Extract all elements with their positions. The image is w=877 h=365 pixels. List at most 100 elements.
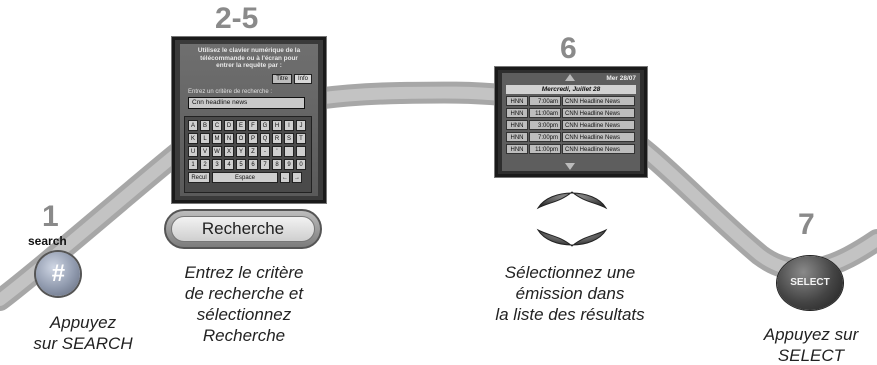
search-mode-tabs: Titre Info [272, 74, 312, 84]
result-row[interactable]: HNN 11:00am CNN Headline News [506, 108, 636, 118]
key[interactable] [284, 146, 294, 157]
step-number-6: 6 [560, 32, 577, 65]
left-arrow-key[interactable]: ← [280, 172, 290, 183]
key[interactable]: J [296, 120, 306, 131]
key[interactable]: R [272, 133, 282, 144]
right-arrow-key[interactable]: → [292, 172, 302, 183]
result-time: 7:00am [529, 96, 561, 106]
key[interactable]: G [260, 120, 270, 131]
key[interactable]: D [224, 120, 234, 131]
keyboard-row-bottom: Recul Espace ← → [188, 172, 308, 183]
key[interactable]: E [236, 120, 246, 131]
up-down-arrow-keys [536, 191, 608, 247]
search-key-label: search [28, 234, 67, 248]
back-key[interactable]: Recul [188, 172, 210, 183]
result-time: 11:00am [529, 108, 561, 118]
scroll-up-icon[interactable] [565, 74, 575, 81]
key[interactable]: A [188, 120, 198, 131]
key[interactable]: S [284, 133, 294, 144]
key[interactable]: N [224, 133, 234, 144]
key[interactable]: 9 [284, 159, 294, 170]
caption-line: SELECT [777, 346, 845, 365]
tab-info[interactable]: Info [293, 74, 312, 84]
result-title: CNN Headline News [562, 132, 635, 142]
result-row[interactable]: HNN 7:00am CNN Headline News [506, 96, 636, 106]
key[interactable]: B [200, 120, 210, 131]
caption-line: Appuyez [49, 313, 117, 332]
step-6-caption: Sélectionnez une émission dans la liste … [480, 262, 660, 325]
keyboard-row: 1 2 3 4 5 6 7 8 9 0 [188, 159, 308, 170]
key[interactable]: 1 [188, 159, 198, 170]
key[interactable]: O [236, 133, 246, 144]
criterion-label: Entrez un critère de recherche : [188, 89, 273, 95]
caption-line: sur SEARCH [33, 334, 133, 353]
key[interactable]: 4 [224, 159, 234, 170]
result-time: 7:00pm [529, 132, 561, 142]
result-row[interactable]: HNN 3:00pm CNN Headline News [506, 120, 636, 130]
key[interactable]: 6 [248, 159, 258, 170]
key[interactable]: 5 [236, 159, 246, 170]
search-entry-screen: Utilisez le clavier numérique de la télé… [172, 37, 326, 203]
result-channel: HNN [506, 96, 528, 106]
scroll-down-icon[interactable] [565, 163, 575, 170]
recherche-button-label: Recherche [171, 216, 315, 242]
key[interactable]: Z [248, 146, 258, 157]
key[interactable]: - [260, 146, 270, 157]
result-row[interactable]: HNN 11:00pm CNN Headline News [506, 144, 636, 154]
key[interactable]: V [200, 146, 210, 157]
key[interactable]: Y [236, 146, 246, 157]
caption-line: la liste des résultats [495, 305, 645, 324]
key[interactable]: 7 [260, 159, 270, 170]
key[interactable]: F [248, 120, 258, 131]
key[interactable]: 8 [272, 159, 282, 170]
key[interactable]: X [224, 146, 234, 157]
key[interactable]: W [212, 146, 222, 157]
caption-line: émission dans [515, 284, 625, 303]
key[interactable]: H [272, 120, 282, 131]
space-key[interactable]: Espace [212, 172, 278, 183]
result-channel: HNN [506, 120, 528, 130]
key[interactable]: 2 [200, 159, 210, 170]
caption-line: Entrez le critère [184, 263, 304, 282]
keyboard-row: K L M N O P Q R S T [188, 133, 308, 144]
key[interactable] [296, 146, 306, 157]
onscreen-keyboard: A B C D E F G H I J K L M N O P [184, 116, 312, 193]
result-title: CNN Headline News [562, 96, 635, 106]
result-title: CNN Headline News [562, 108, 635, 118]
recherche-button[interactable]: Recherche [164, 209, 322, 249]
tab-title[interactable]: Titre [272, 74, 292, 84]
search-instructions: Utilisez le clavier numérique de la télé… [180, 47, 318, 70]
key[interactable]: K [188, 133, 198, 144]
result-channel: HNN [506, 132, 528, 142]
key[interactable]: ' [272, 146, 282, 157]
arrow-up-key[interactable] [536, 191, 608, 210]
key[interactable]: 0 [296, 159, 306, 170]
step-number-2-5: 2-5 [215, 2, 259, 35]
caption-line: Sélectionnez une [504, 263, 636, 282]
key[interactable]: 3 [212, 159, 222, 170]
key[interactable]: U [188, 146, 198, 157]
select-button[interactable]: SELECT [777, 256, 843, 310]
step-1-caption: Appuyez sur SEARCH [20, 312, 146, 354]
key[interactable]: C [212, 120, 222, 131]
key[interactable]: I [284, 120, 294, 131]
key[interactable]: P [248, 133, 258, 144]
result-title: CNN Headline News [562, 120, 635, 130]
caption-line: de recherche et [184, 284, 304, 303]
result-channel: HNN [506, 108, 528, 118]
search-query-field[interactable]: Cnn headline news [188, 97, 305, 109]
result-row[interactable]: HNN 7:00pm CNN Headline News [506, 132, 636, 142]
caption-line: Recherche [202, 326, 286, 345]
search-hash-button[interactable]: # [36, 252, 80, 296]
caption-line: sélectionnez [196, 305, 292, 324]
instruction-line: Utilisez le clavier numérique de la [197, 47, 301, 54]
arrow-down-key[interactable] [536, 228, 608, 247]
key[interactable]: M [212, 133, 222, 144]
keyboard-row: U V W X Y Z - ' [188, 146, 308, 157]
instruction-line: entrer la requête par : [216, 62, 282, 69]
key[interactable]: Q [260, 133, 270, 144]
step-number-1: 1 [42, 200, 59, 233]
key[interactable]: L [200, 133, 210, 144]
key[interactable]: T [296, 133, 306, 144]
